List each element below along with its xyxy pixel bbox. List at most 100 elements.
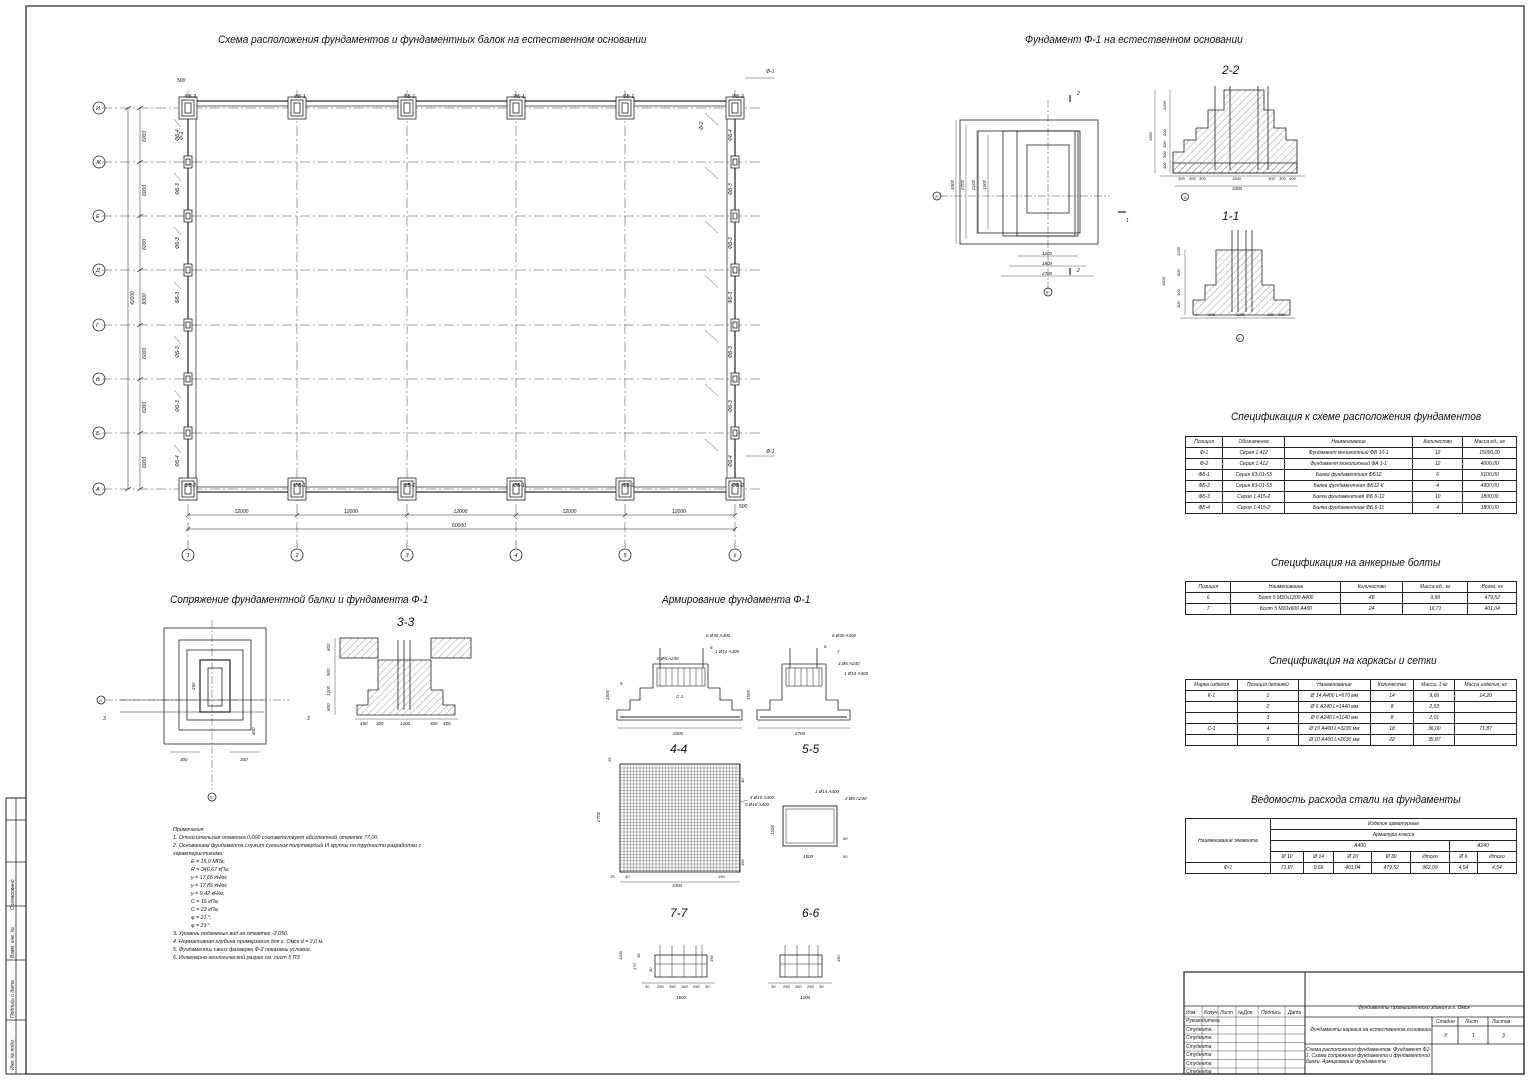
f1-axis-a-label: А <box>934 194 938 199</box>
steel-cell: 71,87 <box>1269 862 1305 874</box>
foundation-f1-step <box>618 480 632 498</box>
foundation-f1-step <box>509 480 523 498</box>
frame-dim: 50 <box>843 836 848 841</box>
foundation-f1 <box>725 477 745 501</box>
frame-dim: 50 <box>843 854 848 859</box>
spec-bolts-cell: 16,71 <box>1401 603 1469 615</box>
spec-bolts-header: Масса ед., кг <box>1401 581 1469 593</box>
f1-bottom-dim: 1800 <box>1042 261 1053 266</box>
side-strip-label: Инв. № подл. <box>10 1039 16 1070</box>
foundation-f2 <box>183 426 193 440</box>
frame-77-dim: 30 <box>705 984 710 989</box>
mesh-label: 4 Ø10 А400 <box>750 795 775 800</box>
spec-frames-cell: К-1 <box>1185 690 1238 702</box>
stamp-header: №Док. <box>1238 1010 1254 1016</box>
spec-found-cell: Балка фундаментная ФБ 6-12 <box>1284 491 1413 503</box>
spec-frames-cell: 1 <box>1236 690 1299 702</box>
foundation-f2-core <box>185 158 191 166</box>
beam-label-bottom: ФБ-2 <box>732 483 744 489</box>
dim-500-top: 500 <box>177 78 186 84</box>
beam-label-left: ФБ-3 <box>175 183 181 195</box>
f1-22-side-dim: 1200 <box>1162 100 1167 110</box>
spec-bolts-header: Позиция <box>1184 581 1232 593</box>
f1-cut-2-top: 2 <box>1076 91 1080 97</box>
axis-letter: А <box>95 487 100 493</box>
beam-label-right: ФБ-3 <box>728 183 734 195</box>
spec-frames-cell: Ø 10 А400 L=3230 мм <box>1297 723 1371 735</box>
reinf-b-frame <box>785 667 823 687</box>
joint-plan-dim: 300 <box>240 757 248 762</box>
axis-letter: Ж <box>95 160 102 166</box>
spec-frames-cell: Ø 14 А400 L=570 мм <box>1297 690 1371 702</box>
frame-side-dim: 40 <box>648 967 653 972</box>
note-param: E = 15,0 МПа; <box>191 859 226 865</box>
axis-letter: Г <box>96 323 100 329</box>
reinf-a-mark: 5 <box>620 681 623 686</box>
frame-77-dim: 250 <box>692 984 700 989</box>
label-f1-top: Ф-1 <box>766 69 775 75</box>
f1-22-axis-label: А <box>1183 195 1187 200</box>
frame-77-dim: 250 <box>656 984 664 989</box>
f1-22-dim: 300 <box>1199 176 1206 181</box>
axis-bubble-letter <box>92 101 106 115</box>
dim-left-total: 42000 <box>130 291 136 305</box>
beam-label-right: ФБ-4 <box>728 129 734 141</box>
stamp-role: Студента <box>1186 1043 1212 1050</box>
spec-frames-cell: 3 <box>1236 712 1299 724</box>
steel-col: Ø 20 <box>1333 851 1373 863</box>
section-6-6: 6-6 <box>802 906 820 920</box>
joint-beam-left <box>339 637 379 659</box>
building-inner-outline <box>195 105 728 488</box>
beam-label-top: ФБ-1 <box>294 94 306 100</box>
spec-frames-cell: 8 <box>1369 712 1415 724</box>
foundation-f1-core <box>293 483 301 495</box>
foundation-f1-core <box>621 102 629 114</box>
f1-11-side-dim: 300 <box>1176 301 1181 308</box>
foundation-f2 <box>183 318 193 332</box>
leader-line <box>704 438 719 452</box>
dim-tick <box>732 526 738 532</box>
beam-label-right: ФБ-3 <box>728 292 734 304</box>
joint-33-side-dim: 600 <box>326 643 331 651</box>
dim-bottom: 12000 <box>344 509 358 515</box>
spec-frames-cell: 4 <box>1236 723 1299 735</box>
steel-cell: 9,66 <box>1303 862 1335 874</box>
reinf-a-label: 2 Ø6 А240 <box>656 656 679 661</box>
spec-found-cell: Серия 1.412 <box>1222 458 1286 470</box>
frame-77-dim: 350 <box>681 984 688 989</box>
reinf-b-label: 3 Ø6 А240 <box>838 661 860 666</box>
frame-dim: 1200 <box>770 824 775 835</box>
foundation-f1-step <box>181 99 195 117</box>
joint-33-dim: 300 <box>430 721 438 726</box>
steel-col: Итого <box>1476 851 1518 863</box>
beam-label-top: ФБ-1 <box>513 94 525 100</box>
spec-frames-cell: 35,87 <box>1413 734 1456 746</box>
foundation-f1-core <box>184 102 192 114</box>
label-f2-left: Ф-2 <box>179 131 185 140</box>
dim-tick <box>513 512 519 518</box>
label-f2-right: Ф-2 <box>699 121 705 130</box>
f1-11-dim: 450 <box>1278 312 1285 317</box>
spec-found-cell: Ф-2 <box>1184 458 1224 470</box>
beam-label-top: ФБ-2 <box>732 94 744 100</box>
spec-found-cell: Фундамент монолитный ФВ 10-1 <box>1284 447 1413 459</box>
foundation-f2 <box>730 372 740 386</box>
spec-bolts-cell: Болт 5 М30х1200 А400 <box>1230 592 1342 604</box>
foundation-f1-step <box>290 480 304 498</box>
foundation-f1-core <box>293 102 301 114</box>
stamp-stage-header: Стадия <box>1436 1019 1455 1025</box>
spec-bolts-cell: 401,04 <box>1467 603 1517 615</box>
spec-frames-cell: С-1 <box>1185 723 1238 735</box>
dim-tick <box>136 105 144 111</box>
leader-line <box>173 389 182 399</box>
stamp-header: Подпись <box>1261 1010 1281 1016</box>
spec-found-cell: ФБ-2 <box>1184 480 1224 492</box>
leader-line <box>704 220 719 234</box>
dim-tick <box>136 267 144 273</box>
dim-left: 6000 <box>142 131 148 142</box>
joint-33-side-dim: 600 <box>326 703 331 711</box>
